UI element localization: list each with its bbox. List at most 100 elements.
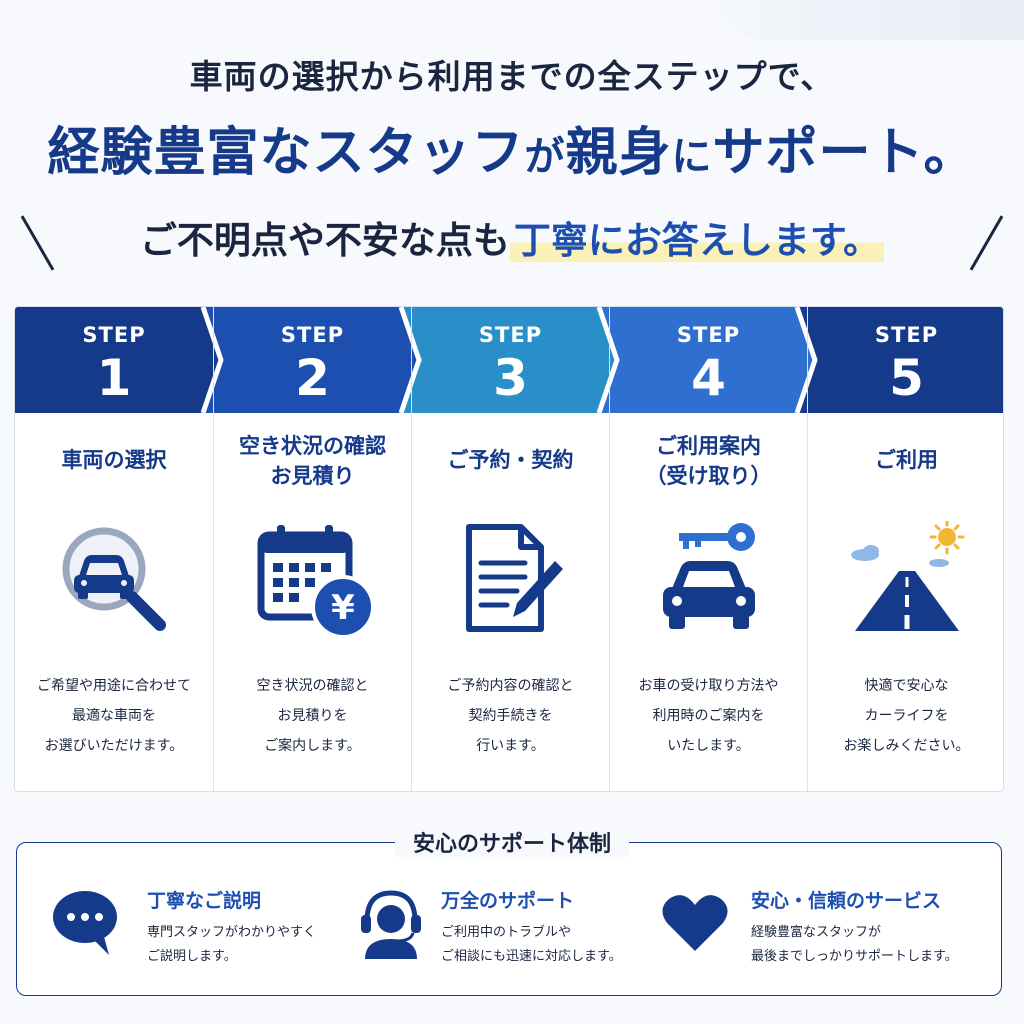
- support-item-desc: 経験豊富なスタッフが 最後までしっかりサポートします。: [751, 921, 958, 969]
- step-title-line1: 空き状況の確認: [239, 434, 386, 458]
- support-item-explanation: 丁寧なご説明 専門スタッフがわかりやすく ご説明します。: [51, 887, 341, 977]
- step-1-header: STEP 1: [15, 307, 213, 413]
- step-description: お車の受け取り方法や 利用時のご案内を いたします。: [610, 671, 807, 761]
- step-4: STEP 4 ご利用案内 （受け取り） お車の受け取り方法や 利用時のご案内を …: [609, 307, 807, 791]
- line3-part-a: ご不明点や不安な点も: [139, 219, 510, 262]
- step-label: STEP: [676, 323, 741, 347]
- step-title-line1: ご利用案内: [656, 434, 761, 458]
- desc-line3: お選びいただけます。: [44, 738, 184, 754]
- road-sun-icon: [851, 521, 965, 631]
- corner-decoration: [694, 0, 1024, 40]
- step-number: 2: [295, 349, 330, 407]
- step-arrow-2: [203, 307, 419, 413]
- step-title: ご利用: [808, 445, 1003, 475]
- support-item-title: 丁寧なご説明: [147, 890, 262, 912]
- support-title: 安心のサポート体制: [0, 826, 1024, 858]
- step-title: 空き状況の確認 お見積り: [214, 431, 411, 491]
- support-item-trust: 安心・信頼のサービス 経験豊富なスタッフが 最後までしっかりサポートします。: [659, 887, 989, 977]
- support-text: 万全のサポート ご利用中のトラブルや ご相談にも迅速に対応します。: [441, 887, 622, 969]
- desc-line2: 契約手続きを: [468, 708, 553, 724]
- step-1: STEP 1 車両の選択 ご希望や用途に合わせて 最適な車両を お選びいただけま…: [15, 307, 213, 791]
- support-item-title: 安心・信頼のサービス: [751, 890, 942, 912]
- step-title-line2: お見積り: [270, 464, 355, 488]
- step-number: 1: [96, 349, 132, 407]
- desc-line3: お楽しみください。: [843, 738, 970, 754]
- step-label: STEP: [478, 323, 543, 347]
- step-label: STEP: [82, 323, 146, 347]
- step-description: 空き状況の確認と お見積りを ご案内します。: [214, 671, 411, 761]
- key-car-icon: [663, 523, 755, 629]
- headline-part-e: サポート。: [712, 123, 977, 183]
- step-title: ご予約・契約: [412, 445, 609, 475]
- desc-line3: ご案内します。: [264, 738, 361, 754]
- step-label: STEP: [874, 323, 939, 347]
- svg-text:¥: ¥: [331, 588, 355, 628]
- support-title-text: 安心のサポート体制: [394, 832, 629, 857]
- headline-part-d: に: [671, 134, 713, 180]
- desc-line1: 専門スタッフがわかりやすく: [147, 925, 317, 940]
- step-title-line2: （受け取り）: [645, 464, 772, 488]
- desc-line1: 空き状況の確認と: [256, 678, 369, 694]
- desc-line2: 利用時のご案内を: [652, 708, 765, 724]
- steps-panel: STEP 1 車両の選択 ご希望や用途に合わせて 最適な車両を お選びいただけま…: [14, 306, 1004, 792]
- step-3-header: STEP 3: [412, 307, 609, 413]
- magnifier-car-icon: [62, 527, 166, 631]
- headline-part-c: 親身: [565, 123, 672, 183]
- step-arrow-4: [599, 307, 815, 413]
- desc-line1: ご希望や用途に合わせて: [37, 678, 191, 694]
- desc-line1: ご利用中のトラブルや: [441, 925, 572, 940]
- step-description: ご希望や用途に合わせて 最適な車両を お選びいただけます。: [15, 671, 213, 761]
- desc-line3: いたします。: [667, 738, 750, 754]
- step-3: STEP 3 ご予約・契約 ご予約内容の確認と 契約手続きを 行います。: [411, 307, 609, 791]
- step-description: 快適で安心な カーライフを お楽しみください。: [808, 671, 1003, 761]
- desc-line1: 経験豊富なスタッフが: [751, 925, 882, 940]
- support-panel: 丁寧なご説明 専門スタッフがわかりやすく ご説明します。 万全のサポート ご利用…: [16, 842, 1002, 996]
- step-2: STEP 2 空き状況の確認 お見積り ¥ 空き状況の確認と お見積りを ご案内…: [213, 307, 411, 791]
- step-4-header: STEP 4: [610, 307, 807, 413]
- step-arrow-bar: [15, 307, 1003, 413]
- support-item-full-support: 万全のサポート ご利用中のトラブルや ご相談にも迅速に対応します。: [355, 887, 665, 977]
- calendar-yen-icon: ¥: [257, 525, 373, 639]
- desc-line1: お車の受け取り方法や: [638, 678, 779, 694]
- step-title-line1: ご利用: [875, 448, 938, 472]
- line3-highlight: 丁寧にお答えします。: [509, 219, 885, 262]
- support-text: 丁寧なご説明 専門スタッフがわかりやすく ご説明します。: [147, 887, 316, 969]
- headline-part-b: が: [524, 134, 566, 180]
- step-title: 車両の選択: [15, 445, 213, 475]
- heart-icon: [662, 895, 728, 951]
- desc-line2: 最適な車両を: [72, 708, 156, 724]
- headline-part-a: 経験豊富なスタッフ: [47, 123, 525, 183]
- support-item-desc: 専門スタッフがわかりやすく ご説明します。: [147, 921, 316, 969]
- step-5-header: STEP 5: [808, 307, 1003, 413]
- step-arrow-1: [15, 307, 221, 413]
- step-number: 3: [493, 349, 528, 407]
- header-line3: ご不明点や不安な点も丁寧にお答えします。: [0, 210, 1024, 264]
- desc-line2: ご説明します。: [147, 949, 237, 964]
- header-line1: 車両の選択から利用までの全ステップで、: [189, 57, 835, 96]
- support-text: 安心・信頼のサービス 経験豊富なスタッフが 最後までしっかりサポートします。: [751, 887, 958, 969]
- step-arrow-5: [797, 307, 1003, 413]
- step-title-line1: 車両の選択: [61, 448, 167, 472]
- desc-line2: お見積りを: [277, 708, 348, 724]
- headset-operator-icon: [361, 890, 421, 959]
- step-number: 5: [889, 349, 924, 407]
- desc-line2: 最後までしっかりサポートします。: [751, 949, 958, 964]
- step-5: STEP 5 ご利用 快適で安心な カー: [807, 307, 1003, 791]
- support-item-desc: ご利用中のトラブルや ご相談にも迅速に対応します。: [441, 921, 622, 969]
- step-title-line1: ご予約・契約: [447, 448, 574, 472]
- document-pen-icon: [466, 524, 563, 632]
- step-title: ご利用案内 （受け取り）: [610, 431, 807, 491]
- desc-line1: 快適で安心な: [864, 678, 949, 694]
- step-arrow-3: [401, 307, 617, 413]
- header-headline: 経験豊富なスタッフが親身にサポート。: [0, 110, 1024, 185]
- desc-line3: 行います。: [476, 738, 545, 754]
- step-2-header: STEP 2: [214, 307, 411, 413]
- speech-bubble-icon: [53, 891, 117, 955]
- desc-line2: ご相談にも迅速に対応します。: [441, 949, 622, 964]
- step-number: 4: [691, 349, 726, 407]
- step-label: STEP: [280, 323, 345, 347]
- support-item-title: 万全のサポート: [441, 890, 575, 912]
- desc-line2: カーライフを: [864, 708, 949, 724]
- desc-line1: ご予約内容の確認と: [447, 678, 574, 694]
- step-description: ご予約内容の確認と 契約手続きを 行います。: [412, 671, 609, 761]
